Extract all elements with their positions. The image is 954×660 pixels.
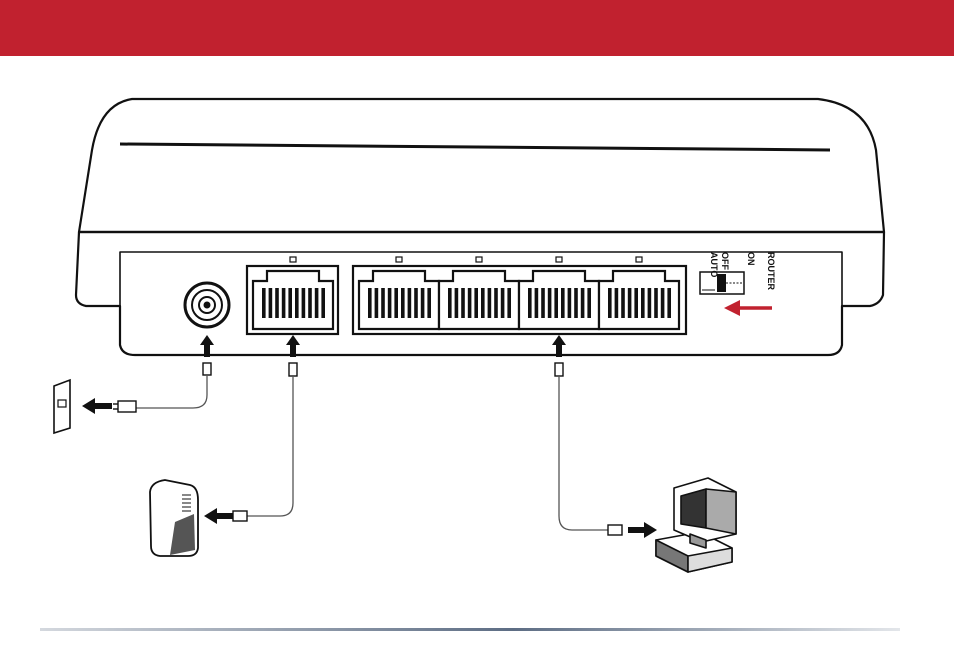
plug-wan — [289, 363, 297, 376]
modem-icon — [150, 480, 198, 556]
router-top-panel — [79, 99, 884, 232]
router-top-stripe — [120, 144, 830, 150]
cable-wan-to-modem — [246, 376, 293, 516]
plug-power — [203, 363, 211, 375]
switch-label-auto: AUTO — [709, 252, 719, 277]
mode-switch: AUTO OFF ON ROUTER — [700, 252, 776, 294]
lan-port-2 — [439, 257, 519, 329]
arrow-up-lan — [552, 335, 566, 357]
bottom-divider — [40, 628, 900, 631]
lan-port-1 — [359, 257, 439, 329]
plug-lan — [555, 363, 563, 376]
plug-modem — [233, 511, 247, 521]
plug-wall — [113, 401, 136, 412]
lan-port-3 — [519, 257, 599, 329]
wan-port — [253, 257, 333, 329]
switch-label-on: ON — [746, 252, 756, 266]
arrow-up-power — [200, 335, 214, 357]
arrow-to-modem — [204, 508, 233, 524]
plug-computer — [608, 525, 622, 535]
cable-lan-to-computer — [559, 376, 608, 530]
switch-label-router: ROUTER — [766, 252, 776, 291]
switch-pointer-arrow — [724, 300, 772, 316]
lan-port-4 — [599, 257, 679, 329]
arrow-to-computer — [628, 522, 657, 538]
coax-socket-icon — [185, 283, 229, 327]
cable-power-to-wall — [136, 375, 207, 408]
wall-phone-jack-icon — [54, 380, 70, 433]
desktop-computer-icon — [656, 478, 736, 572]
arrow-to-wall — [82, 398, 112, 414]
arrow-up-wan — [286, 335, 300, 357]
switch-label-off: OFF — [720, 252, 730, 270]
